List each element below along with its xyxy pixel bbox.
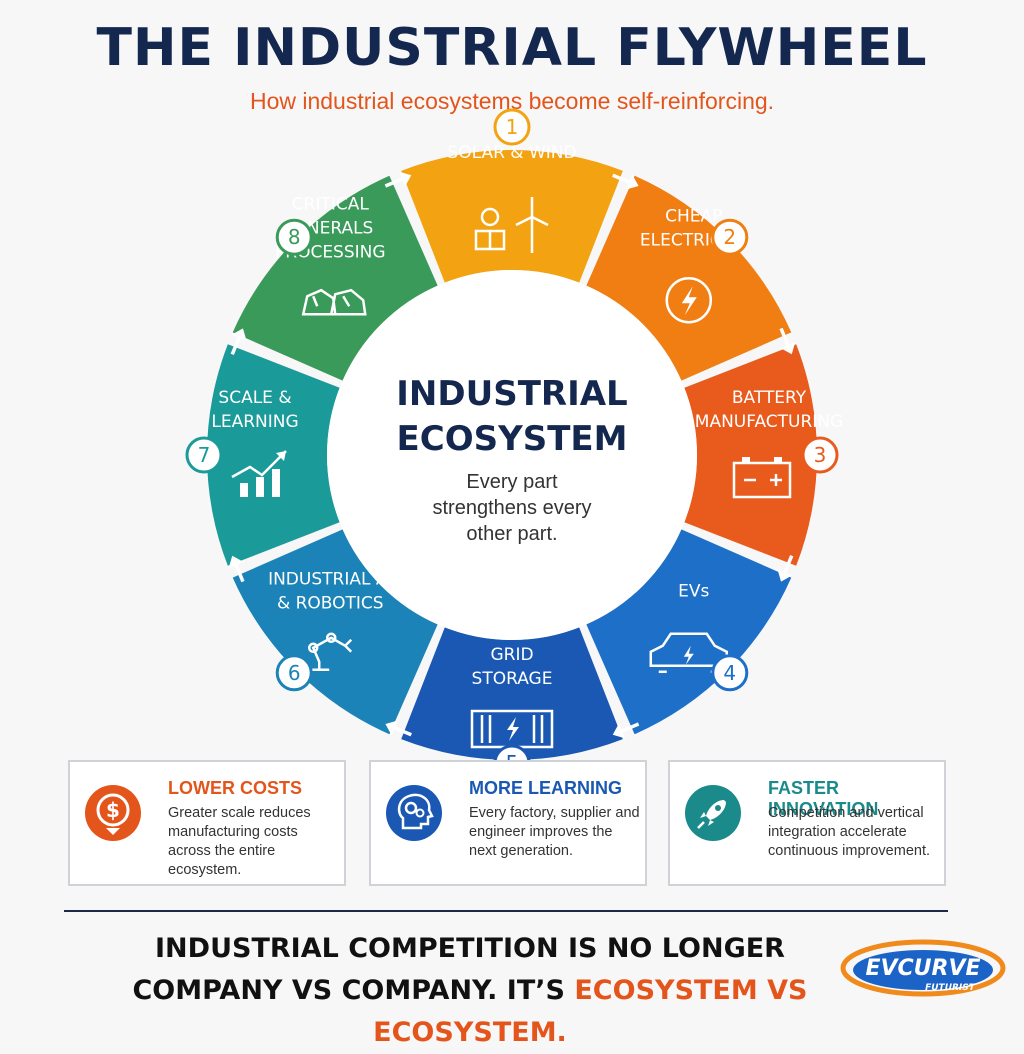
svg-text:$: $ [106,798,120,822]
flow-arrow [779,327,796,355]
segments-layer [207,150,817,760]
svg-text:7: 7 [198,443,211,467]
card-text: Competition and vertical integration acc… [768,805,930,859]
evcurve-logo: EVCURVE FUTURIST [840,939,1006,997]
segment-3 [684,344,817,566]
segment-label: GRID [490,645,533,665]
page-title: THE INDUSTRIAL FLYWHEEL [96,18,928,78]
brain-gears-icon [386,785,442,841]
growth-chart-icon [231,450,287,497]
segment-label: CRITICAL [292,194,370,214]
flow-arrow [612,722,640,739]
segment-label: SCALE & [218,388,291,408]
svg-text:3: 3 [814,443,827,467]
card-title: MORE LEARNING [469,778,622,798]
segment-5 [401,627,623,760]
segment-label: SOLAR & WIND [447,143,576,163]
step-number-badge: 2 [711,218,749,256]
svg-text:2: 2 [723,225,736,249]
rocket-icon [685,785,741,841]
logo-line2: FUTURIST [925,983,976,993]
segment-label: EVs [678,582,709,602]
svg-text:1: 1 [506,115,519,139]
bottom-statement: INDUSTRIAL COMPETITION IS NO LONGER COMP… [70,928,870,1054]
segment-label: LEARNING [211,412,298,432]
segment-label: & ROBOTICS [277,594,384,614]
arrows-layer [228,171,796,739]
flow-arrow [228,555,245,583]
svg-text:6: 6 [288,661,301,685]
step-number-badge: 8 [275,218,313,256]
center-title-line1: INDUSTRIAL [396,374,627,414]
lightning-icon [665,276,713,324]
segment-8 [232,175,438,381]
svg-text:4: 4 [723,661,736,685]
center-sub-line2: strengthens every [433,497,592,519]
bottom-line2-prefix: COMPANY VS COMPANY. IT’S [132,975,575,1006]
numbers-layer: 1 2 3 4 5 6 7 8 [185,108,839,760]
logo-line1: EVCURVE [865,956,980,981]
bottom-line1: INDUSTRIAL COMPETITION IS NO LONGER [155,933,785,964]
segment-label: INDUSTRIAL AI [268,570,392,590]
center-circle [327,270,697,640]
step-number-badge: 5 [493,744,531,760]
solar-wind-icon [474,197,549,253]
minerals-icon [301,288,367,316]
step-number-badge: 4 [711,654,749,692]
card-title: FASTER INNOVATION [768,778,879,819]
card-text: Greater scale reduces manufacturing cost… [168,805,311,878]
segment-label: BATTERY [732,388,807,408]
card-text: Every factory, supplier and engineer imp… [469,805,640,859]
segment-label: STORAGE [472,669,553,689]
segment-label: MANUFACTURING [695,412,843,432]
center-sub-line1: Every part [466,471,558,493]
flow-arrow [384,171,412,188]
segment-label: CHEAP [665,206,722,226]
step-number-badge: 1 [493,108,531,146]
dollar-icon: $ [85,785,141,841]
step-number-badge: 3 [801,436,839,474]
card-lower-costs: $ LOWER COSTS Greater scale reduces manu… [68,760,346,886]
robot-arm-icon [307,632,353,672]
card-more-learning: MORE LEARNING Every factory, supplier an… [369,760,647,886]
flow-arrow [230,328,247,355]
segment-7 [207,344,340,566]
svg-text:5: 5 [506,751,519,760]
icons-layer [231,197,792,749]
card-faster-innovation: FASTER INNOVATION Competition and vertic… [668,760,946,886]
flow-arrow [777,555,794,582]
step-number-badge: 6 [275,654,313,692]
segment-1 [401,150,623,283]
card-title: LOWER COSTS [168,778,302,798]
flow-arrow [385,720,412,737]
divider-line [64,910,948,912]
flow-arrow [612,173,639,190]
svg-text:8: 8 [288,225,301,249]
center-sub-line3: other part. [466,523,557,545]
step-number-badge: 7 [185,436,223,474]
bottom-line2: COMPANY VS COMPANY. IT’S ECOSYSTEM VS EC… [70,970,870,1054]
segment-4 [586,529,792,735]
flywheel-diagram: SOLAR & WINDCHEAPELECTRICITYBATTERYMANUF… [185,108,843,760]
battery-icon [732,457,792,499]
center-title-line2: ECOSYSTEM [397,419,628,459]
segment-6 [232,529,438,735]
